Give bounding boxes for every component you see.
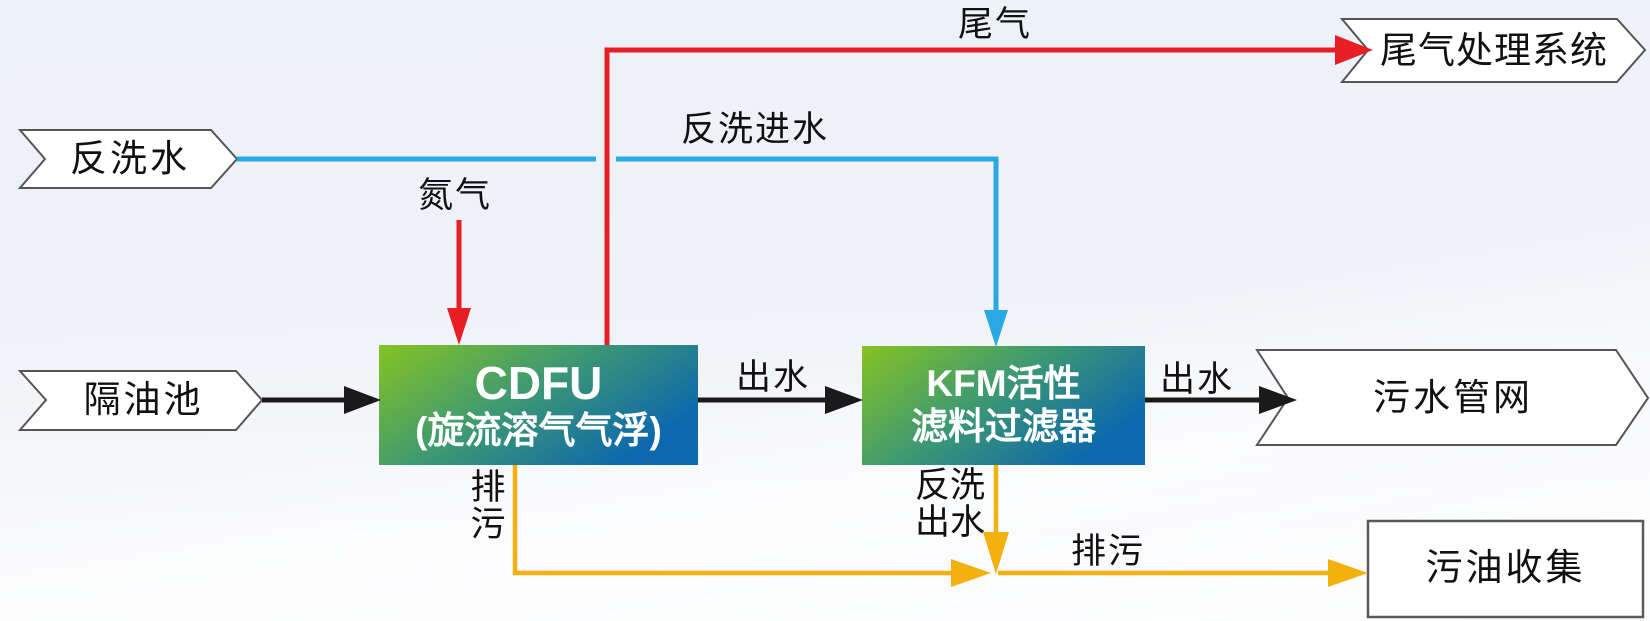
tail-gas-line: [604, 47, 1338, 345]
nitrogen-arrowhead: [447, 308, 471, 345]
backwash-water-label: 反洗水: [70, 139, 190, 180]
tail-gas-arrowhead: [1335, 35, 1373, 65]
backwash-inlet-arrowhead: [984, 310, 1008, 347]
kfm-unit-shape: [862, 346, 1145, 465]
cdfu-subtitle: (旋流溶气气浮): [415, 410, 662, 452]
oil-collection-label: 污油收集: [1425, 548, 1586, 589]
kfm-title-line1: KFM活性: [926, 362, 1081, 404]
kfm-title-line2: 滤料过滤器: [911, 405, 1096, 447]
backwash-water-callout-shape: [17, 129, 239, 189]
kfm-backwash-outlet-arrowhead: [983, 532, 1009, 574]
sewage-network-label: 污水管网: [1373, 378, 1533, 419]
cdfu-unit-shape: [379, 345, 698, 465]
kfm-outlet-flow-label: 出水: [1159, 360, 1234, 399]
nitrogen-flow-label: 氮气: [417, 176, 492, 215]
kfm-unit: KFM活性 滤料过滤器: [862, 346, 1145, 465]
tail-gas-flow-label: 尾气: [957, 5, 1032, 44]
oil-collection-box-shape: [1366, 519, 1645, 619]
kfm-backwash-outlet-flow-label: 反洗出水: [914, 466, 985, 542]
kfm-to-sewage-arrowhead: [1259, 386, 1297, 414]
oil-separator-callout-shape: [17, 370, 264, 431]
cdfu-unit: CDFU (旋流溶气气浮): [379, 345, 698, 465]
tail-gas-system-label: 尾气处理系统: [1380, 31, 1608, 72]
cdfu-to-kfm-arrowhead: [825, 386, 863, 414]
oil-separator-to-cdfu-arrowhead: [344, 386, 381, 414]
oil-blowdown-arrowhead: [1328, 559, 1368, 587]
cdfu-outlet-flow-label: 出水: [735, 358, 810, 397]
cdfu-blowdown-flow-label: 排污: [470, 468, 506, 544]
cdfu-blowdown-arrowhead: [951, 559, 991, 587]
oil-blowdown-flow-label: 排污: [1070, 532, 1145, 571]
cdfu-title: CDFU: [474, 357, 603, 410]
backwash-inlet-flow-label: 反洗进水: [680, 110, 829, 149]
cdfu-blowdown-line: [512, 465, 953, 576]
backwash-inlet-line-right: [616, 156, 999, 313]
oil-separator-label: 隔油池: [83, 380, 204, 421]
